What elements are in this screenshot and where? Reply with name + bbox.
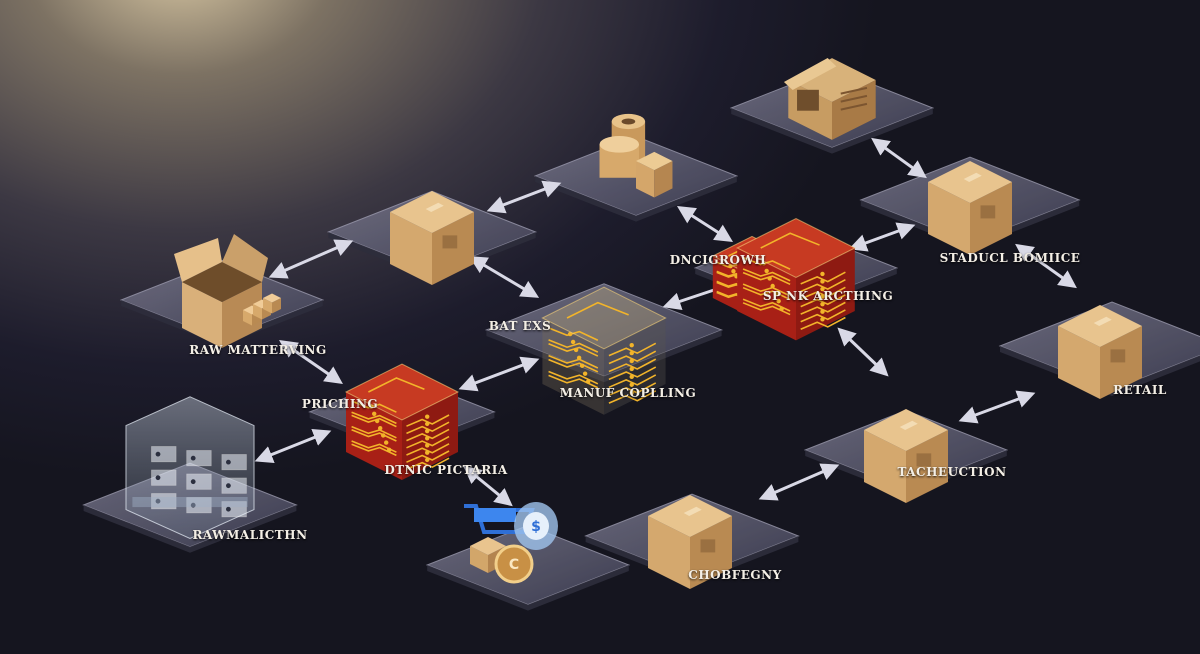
open-box-icon bbox=[174, 234, 281, 348]
node-label-dtnic: DTNIC PICTARIA bbox=[384, 463, 508, 477]
node-label-tacheuction: TACHEUCTION bbox=[897, 465, 1007, 479]
arrow-raw-box2 bbox=[268, 239, 354, 279]
warehouse-icon bbox=[783, 57, 876, 140]
svg-text:C: C bbox=[509, 557, 519, 573]
node-label-chobfegny: CHOBFEGNY bbox=[688, 568, 782, 582]
node-label-raw: RAW MATTERVING bbox=[189, 343, 327, 357]
arrow-rawmalicthn-pricing bbox=[254, 428, 332, 464]
circuit-cube-icon bbox=[736, 218, 856, 341]
arrow-box2-bat bbox=[468, 256, 540, 298]
arrow-raw-pricing bbox=[279, 339, 343, 385]
arrow-dtnic-payment bbox=[463, 465, 513, 507]
spools-icon bbox=[599, 113, 673, 198]
circuit-cube-icon bbox=[344, 363, 460, 480]
node-label-bat: BAT EXS bbox=[488, 319, 552, 333]
arrow-staducl-retail bbox=[1015, 243, 1077, 289]
circuit-cube-icon bbox=[541, 286, 667, 415]
arrow-spnk-tacheuction bbox=[837, 327, 889, 377]
sealed-box-icon bbox=[1058, 305, 1142, 399]
node-label-spnk: SP NK ARCTHING bbox=[762, 289, 894, 303]
svg-text:$: $ bbox=[531, 519, 541, 535]
node-label-manufacturing: MANUF COPLLING bbox=[559, 386, 697, 400]
node-label-dncigrowh: DNCIGROWH bbox=[669, 253, 767, 267]
sealed-box-icon bbox=[390, 191, 474, 285]
arrow-tacheuction-retail bbox=[958, 390, 1036, 424]
sealed-box-icon bbox=[864, 409, 948, 503]
arrow-spools-dncigrowh bbox=[676, 206, 734, 242]
sealed-box-icon bbox=[928, 161, 1012, 255]
arrow-warehouse-staducl bbox=[871, 137, 927, 179]
node-label-staducl: STADUCL BOMIICE bbox=[939, 251, 1081, 265]
arrow-chobfegny-tacheuction bbox=[758, 463, 840, 501]
arrow-pricing-manufacturing bbox=[458, 356, 540, 392]
cart-coin-icon: $C bbox=[464, 502, 558, 584]
arrow-box2-spools bbox=[486, 180, 562, 214]
glass-grid-icon bbox=[125, 396, 255, 539]
arrow-spnk-staducl bbox=[848, 222, 916, 252]
node-label-rawmalicthn: RAWMALICTHN bbox=[192, 528, 308, 542]
sealed-box-icon bbox=[648, 495, 732, 589]
node-label-retail: RETAIL bbox=[1113, 383, 1167, 397]
node-label-pricing: PRICHING bbox=[301, 397, 379, 411]
